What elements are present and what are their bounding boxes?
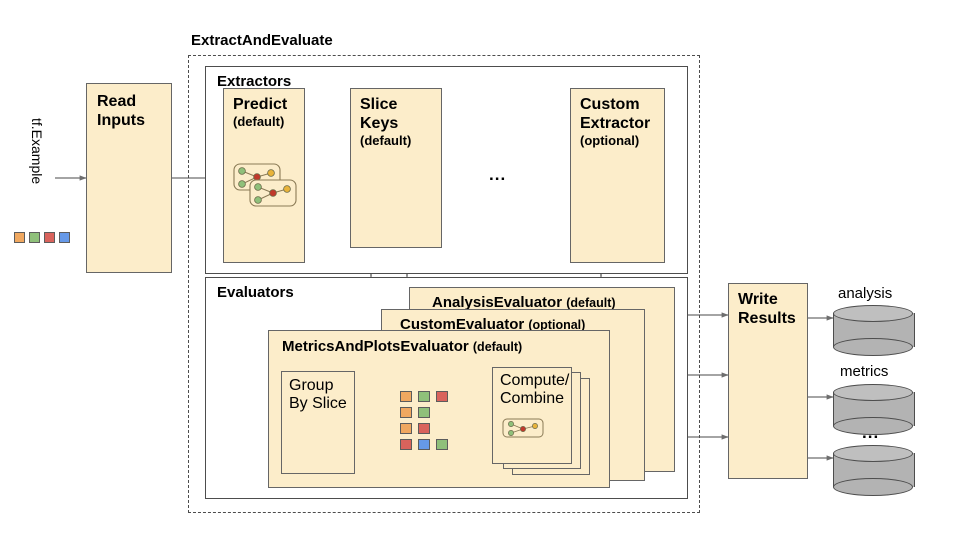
slice-keys-line1: Slice — [360, 96, 398, 113]
analysis-evaluator-name: AnalysisEvaluator — [432, 294, 563, 311]
graph-icon — [502, 418, 544, 438]
swatch-green — [29, 232, 40, 243]
predict-line1: Predict — [233, 96, 288, 113]
swatch-green — [436, 439, 448, 450]
compute-combine-line1: Compute/ — [500, 372, 570, 389]
write-results-box[interactable]: Write Results — [728, 283, 808, 479]
group-by-slice-box[interactable]: Group By Slice — [281, 371, 355, 474]
input-swatches — [14, 232, 70, 243]
extractor-box-custom[interactable]: Custom Extractor (optional) — [570, 88, 665, 263]
database-cylinder-icon — [833, 445, 915, 496]
slice-row — [400, 407, 448, 418]
slice-keys-sub: (default) — [360, 133, 412, 148]
extractors-frame-label: Extractors — [217, 73, 292, 90]
write-results-line2: Results — [738, 310, 796, 327]
sink-ellipsis: ... — [862, 423, 880, 442]
metrics-evaluator-qualifier: (default) — [472, 340, 523, 354]
database-cylinder-icon — [833, 305, 915, 356]
group-by-slice-line2: By Slice — [289, 395, 347, 412]
read-inputs-box[interactable]: Read Inputs — [86, 83, 172, 273]
extractor-box-slice-keys[interactable]: Slice Keys (default) — [350, 88, 442, 248]
evaluators-frame-label: Evaluators — [217, 284, 294, 301]
swatch-red — [436, 391, 448, 402]
custom-evaluator-name: CustomEvaluator — [400, 316, 525, 333]
swatch-red — [418, 423, 430, 434]
swatch-blue — [418, 439, 430, 450]
swatch-blue — [59, 232, 70, 243]
swatch-orange — [400, 423, 412, 434]
slice-row — [400, 439, 448, 450]
swatch-green — [418, 407, 430, 418]
extractors-ellipsis: ... — [489, 165, 507, 184]
graph-stack-icon — [233, 163, 297, 207]
read-inputs-line2: Inputs — [97, 112, 145, 129]
write-results-line1: Write — [738, 291, 778, 308]
custom-evaluator-qualifier: (optional) — [528, 318, 586, 332]
extract-and-evaluate-label: ExtractAndEvaluate — [191, 32, 333, 49]
swatch-orange — [400, 407, 412, 418]
slice-row — [400, 423, 448, 434]
sink-label-analysis: analysis — [838, 285, 893, 302]
swatch-green — [418, 391, 430, 402]
extract-and-evaluate-region — [188, 55, 700, 513]
read-inputs-line1: Read — [97, 93, 137, 110]
metrics-evaluator-name: MetricsAndPlotsEvaluator — [282, 338, 469, 355]
compute-combine-line2: Combine — [500, 390, 565, 407]
swatch-orange — [14, 232, 25, 243]
predict-sub: (default) — [233, 114, 285, 129]
group-by-slice-line1: Group — [289, 377, 334, 394]
swatch-red — [44, 232, 55, 243]
slice-keys-line2: Keys — [360, 115, 399, 132]
slice-swatch-grid — [400, 391, 448, 455]
compute-combine-box[interactable]: Compute/ Combine — [492, 367, 572, 464]
custom-extractor-line2: Extractor — [580, 115, 651, 132]
input-label: tf.Example — [29, 118, 45, 185]
swatch-red — [400, 439, 412, 450]
database-cylinder-icon — [833, 384, 915, 435]
analysis-evaluator-qualifier: (default) — [566, 296, 616, 310]
swatch-orange — [400, 391, 412, 402]
slice-row — [400, 391, 448, 402]
custom-extractor-sub: (optional) — [580, 133, 640, 148]
custom-extractor-line1: Custom — [580, 96, 640, 113]
sink-label-metrics: metrics — [840, 363, 889, 380]
extractor-box-predict[interactable]: Predict (default) — [223, 88, 305, 263]
